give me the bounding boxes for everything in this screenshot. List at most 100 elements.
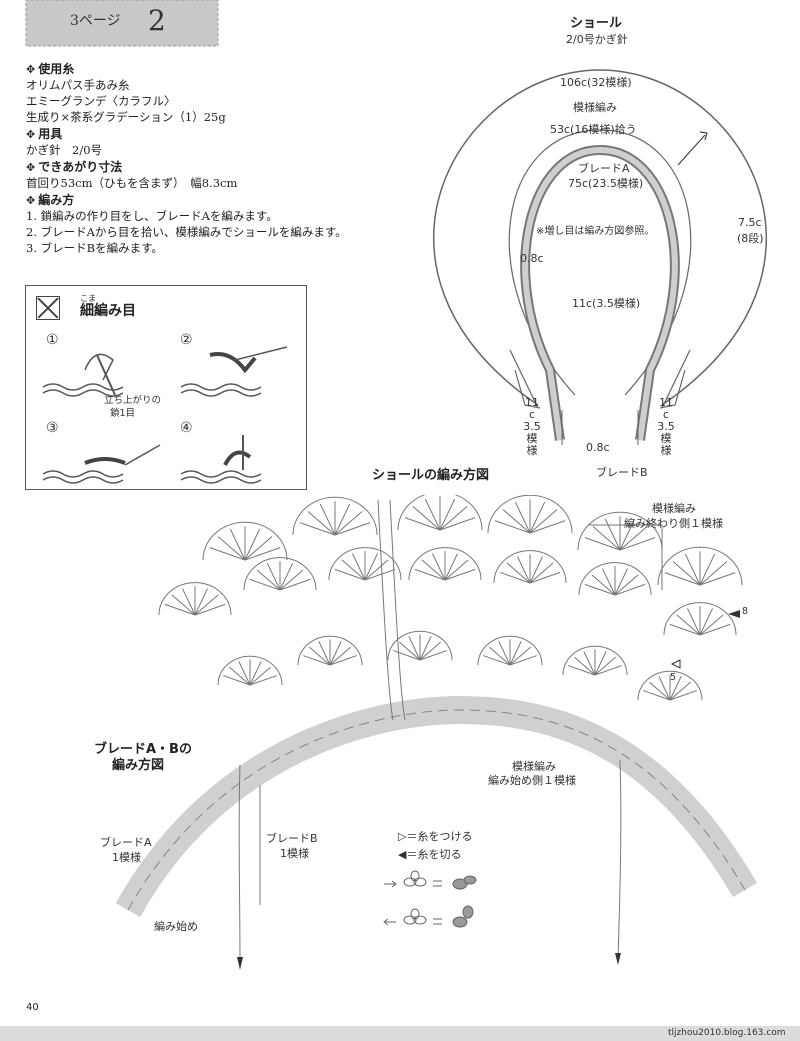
chart-fan-stitch [279,569,304,591]
chart-fan-stitch [614,574,639,596]
row-5-label: 5 [670,672,677,683]
end-pattern-sub: 編み終わり側１模様 [624,517,723,530]
chart-fan-stitch [164,603,196,616]
chart-fan-stitch [279,563,294,591]
stitch-chart [115,495,758,970]
chart-fan-stitch [424,498,441,531]
chart-fan-stitch [502,509,531,534]
chart-fan-stitch [299,522,336,536]
chart-fan-stitch [307,511,336,536]
chart-fan-stitch [699,608,714,636]
chart-fan-stitch [329,641,342,666]
chart-fan-stitch [672,561,701,586]
chart-fan-stitch [431,553,446,581]
chart-fan-stitch [584,583,616,596]
braid-width-label: 0.8c [520,252,544,265]
chart-fan-stitch [669,690,697,701]
chart-fan-stitch [584,537,621,551]
attach-yarn-icon: ▷ [398,830,407,843]
side-right-11: 11 [659,396,673,409]
pickup-length: 53c(16模様)拾う [550,123,637,136]
chart-braid-a-sub: 1模様 [112,851,141,864]
chart-fan-motif [487,495,573,534]
chart-fan-stitch [419,650,447,661]
chart-fan-motif [202,521,288,561]
chart-fan-stitch [249,666,271,686]
cut-yarn-icon: ◀ [398,848,407,861]
chart-fan-stitch [529,562,554,584]
chart-fan-stitch [334,511,363,536]
chart-fan-motif [217,655,283,686]
chart-fan-stitch [649,681,671,701]
side-right-mo: 模 [660,432,672,445]
footer-bar [0,1026,800,1041]
materials-section: 使用糸 オリムパス手あみ糸 エミーグランデ〈カラフル〉 生成り×茶系グラデーショ… [26,60,386,256]
method-heading: 編み方 [26,191,386,208]
chart-fan-motif [637,670,703,701]
chart-fan-stitch [499,571,531,584]
chart-fan-stitch [244,536,273,561]
legend-attach-text: ＝糸をつける [406,830,473,843]
chart-fan-stitch [686,608,701,636]
step-1-label: ① [46,332,59,348]
end-pattern-title: 模様編み [652,502,696,515]
chart-fan-stitch [238,661,251,686]
yarn-heading: 使用糸 [26,60,386,77]
chart-fan-stitch [506,562,531,584]
chart-fan-stitch [591,574,616,596]
increase-note: ※増し目は編み方図参照。 [536,226,655,237]
side-left-c: c [528,408,536,421]
chart-fan-stitch [439,517,476,531]
chart-fan-stitch [319,503,336,536]
chart-fan-stitch [329,646,351,666]
chart-fan-stitch [414,568,446,581]
chart-fan-stitch [404,517,441,531]
side-left-mo: 模 [526,432,538,445]
turning-chain-note-1: 立ち上がりの [104,395,162,406]
chart-fan-stitch [529,509,558,534]
step-2-label: ② [180,332,193,348]
chart-fan-stitch [509,655,537,666]
chart-fan-stitch [594,651,607,676]
chart-fan-stitch [439,506,468,531]
chart-fan-stitch [217,536,246,561]
page-reference: 3ページ [70,13,121,29]
chart-fan-motif [328,547,402,581]
yarn-line-2: エミーグランデ〈カラフル〉 [26,94,176,108]
chart-fan-stitch [643,690,671,701]
chart-fan-stitch [619,526,648,551]
chart-fan-stitch [658,676,671,701]
chart-fan-stitch [614,568,629,596]
step-4-label: ④ [180,420,193,436]
pattern-label: 模様編み [573,101,617,114]
method-line-3: 3. ブレードBを編みます。 [26,241,163,255]
chart-fan-stitch [303,655,331,666]
chart-fan-motif [292,496,378,536]
header-tab [25,0,219,47]
chart-fan-motif [397,495,483,531]
chart-fan-stitch [421,559,446,581]
chart-fan-motif [243,557,317,591]
yarn-line-1: オリムパス手あみ糸 [26,78,130,92]
start-label: 編み始め [154,920,198,933]
chart-fan-motif [493,550,567,584]
shawl-width: 7.5c [738,216,762,229]
chart-fan-stitch [664,572,701,586]
size-heading: できあがり寸法 [26,158,386,175]
chart-fan-stitch [699,623,731,636]
shawl-schematic [433,69,767,445]
chart-fan-stitch [399,641,421,661]
chart-fan-stitch [619,518,636,551]
chart-title: ショールの編み方図 [372,468,490,483]
braid-b-label: ブレードB [596,466,648,479]
chart-fan-stitch [249,578,281,591]
chart-fan-stitch [509,641,522,666]
single-crochet-symbol-icon [36,296,60,320]
watermark: tljzhou2010.blog.163.com [668,1028,786,1038]
chart-fan-stitch [699,553,716,586]
chart-fan-stitch [444,568,476,581]
chart-fan-stitch [498,641,511,666]
chart-fan-motif [387,630,453,661]
chart-fan-stitch [309,646,331,666]
chart-braid-a-label: ブレードA [100,836,152,849]
